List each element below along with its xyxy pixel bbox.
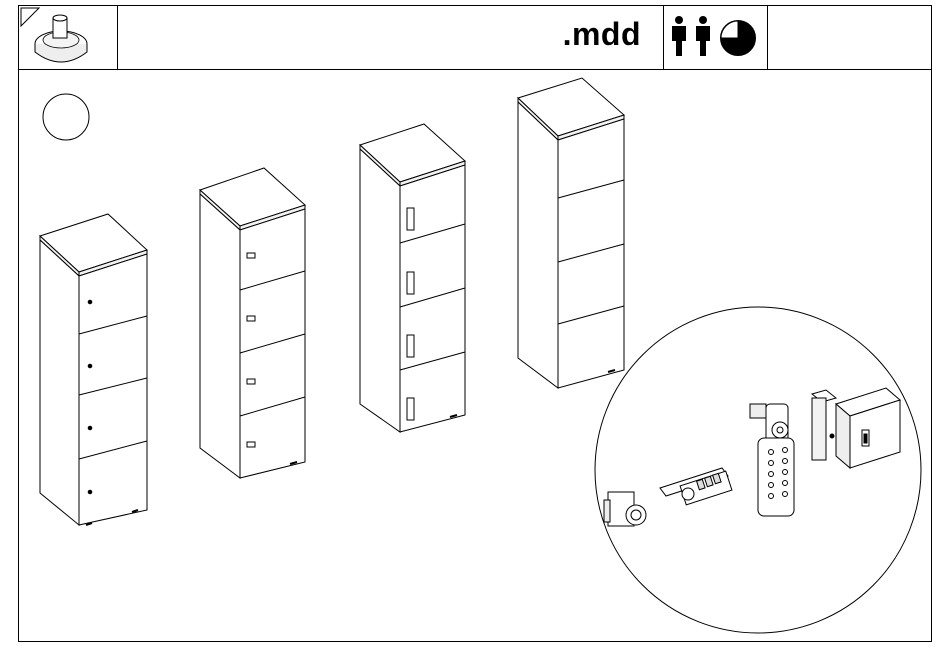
- cabinet-code-lock: [360, 124, 465, 432]
- cabinet-key-lock: [40, 214, 147, 525]
- box-lock-icon: [812, 388, 900, 468]
- cabinet-no-lock: [518, 78, 624, 388]
- cabinet-cam-lock: [200, 168, 305, 478]
- step-badge: [43, 94, 89, 140]
